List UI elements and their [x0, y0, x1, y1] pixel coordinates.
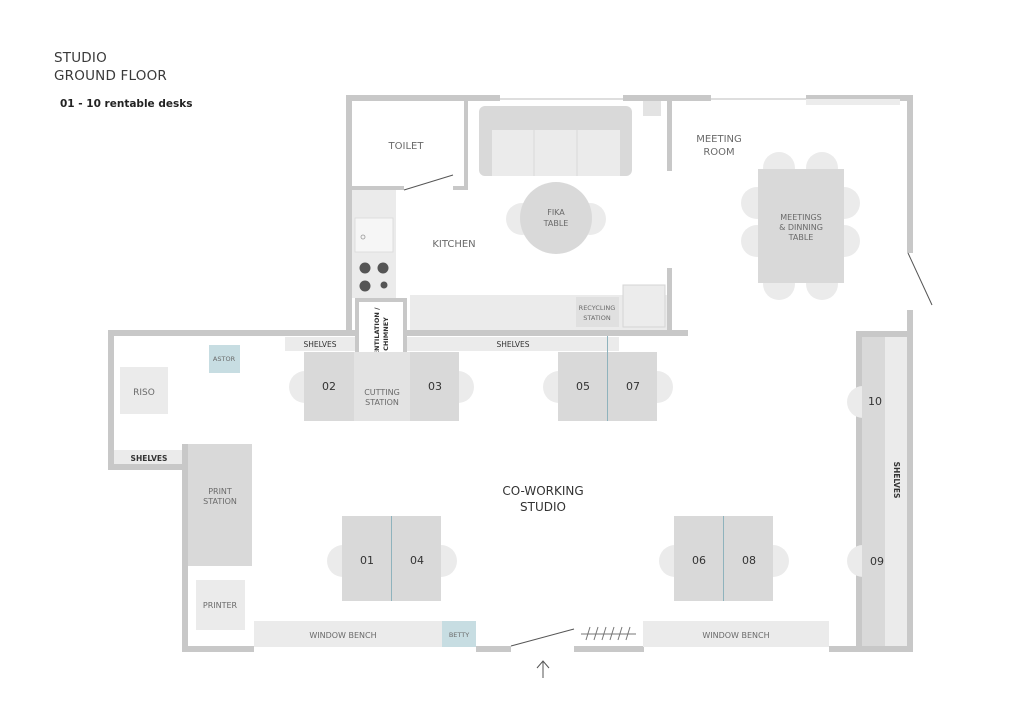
shelves-left-top	[285, 337, 355, 351]
desk-04: 04	[410, 554, 424, 567]
print-station	[188, 444, 252, 566]
shelves-middle-top	[407, 337, 619, 351]
recycling-station-label-2: STATION	[583, 314, 611, 322]
room-toilet: TOILET	[388, 141, 425, 152]
meetings-table	[741, 152, 860, 300]
room-kitchen: KITCHEN	[432, 239, 475, 250]
desk-05: 05	[576, 380, 590, 393]
desk-07: 07	[626, 380, 640, 393]
shelves-right	[885, 337, 907, 646]
room-coworking-2: STUDIO	[520, 500, 566, 514]
desk-09: 09	[870, 555, 884, 568]
cutting-station-label-1: CUTTING	[364, 388, 400, 397]
print-station-label-1: PRINT	[208, 487, 232, 496]
page-subtitle: 01 - 10 rentable desks	[60, 98, 193, 110]
windows	[500, 98, 900, 105]
sofa	[479, 106, 632, 176]
kitchen-box	[622, 284, 666, 328]
room-meeting-2: ROOM	[703, 147, 734, 158]
ventilation-label-1: VENTILATION /	[373, 307, 381, 361]
desk-group-02-03	[289, 352, 474, 421]
desk-group-06-08	[659, 516, 789, 601]
stove-icon	[359, 262, 389, 292]
desk-08: 08	[742, 554, 756, 567]
recycling-station-label-1: RECYCLING	[579, 304, 616, 312]
room-meeting-1: MEETING	[696, 134, 742, 145]
print-station-label-2: STATION	[203, 497, 237, 506]
window-bench-left	[254, 621, 442, 647]
sink-drain-icon	[360, 234, 366, 240]
shelves-left-label: SHELVES	[131, 454, 168, 463]
meetings-table-label-1: MEETINGS	[780, 213, 822, 222]
riso-label: RISO	[133, 388, 155, 398]
ventilation-label-2: CHIMNEY	[382, 317, 390, 351]
betty	[442, 621, 476, 647]
desk-10: 10	[868, 395, 882, 408]
astor-label: ASTOR	[213, 355, 236, 363]
entrance-arrow-icon	[536, 660, 550, 678]
riso	[120, 367, 168, 414]
desk-06: 06	[692, 554, 706, 567]
fika-table-label-1: FIKA	[547, 208, 565, 217]
desk-02: 02	[322, 380, 336, 393]
entrance-door	[510, 628, 575, 647]
shelves-right-label: SHELVES	[892, 462, 901, 499]
sliding-door	[581, 626, 636, 641]
printer-label: PRINTER	[203, 601, 238, 610]
recycling-station	[576, 297, 619, 327]
meetings-table-label-3: TABLE	[788, 233, 814, 242]
desk-group-09-10	[847, 337, 885, 646]
desk-01: 01	[360, 554, 374, 567]
window-bench-right-label: WINDOW BENCH	[702, 631, 769, 640]
desk-group-05-07	[543, 336, 673, 421]
fika-table-label-2: TABLE	[543, 219, 569, 228]
shelves-left-top-label: SHELVES	[303, 340, 336, 349]
shelves-left	[114, 450, 182, 464]
room-coworking-1: CO-WORKING	[502, 484, 583, 498]
window-bench-left-label: WINDOW BENCH	[309, 631, 376, 640]
betty-label: BETTY	[449, 631, 469, 639]
printer	[196, 580, 245, 630]
cutting-station-label-2: STATION	[365, 398, 399, 407]
toilet-door	[403, 174, 454, 191]
sink	[354, 217, 394, 253]
kitchen-cabinet	[643, 101, 661, 116]
desk-03: 03	[428, 380, 442, 393]
desk-group-01-04	[327, 516, 457, 601]
doors	[403, 174, 933, 647]
meetings-table-label-2: & DINNING	[779, 223, 823, 232]
meeting-room-door	[907, 252, 933, 306]
page-title: STUDIO GROUND FLOOR	[54, 49, 167, 85]
page-title-line2: GROUND FLOOR	[54, 68, 167, 84]
page-title-line1: STUDIO	[54, 50, 107, 66]
window-bench-right	[643, 621, 829, 647]
shelves-middle-top-label: SHELVES	[496, 340, 529, 349]
fika-table: FIKA TABLE	[506, 182, 606, 254]
astor	[209, 345, 240, 373]
